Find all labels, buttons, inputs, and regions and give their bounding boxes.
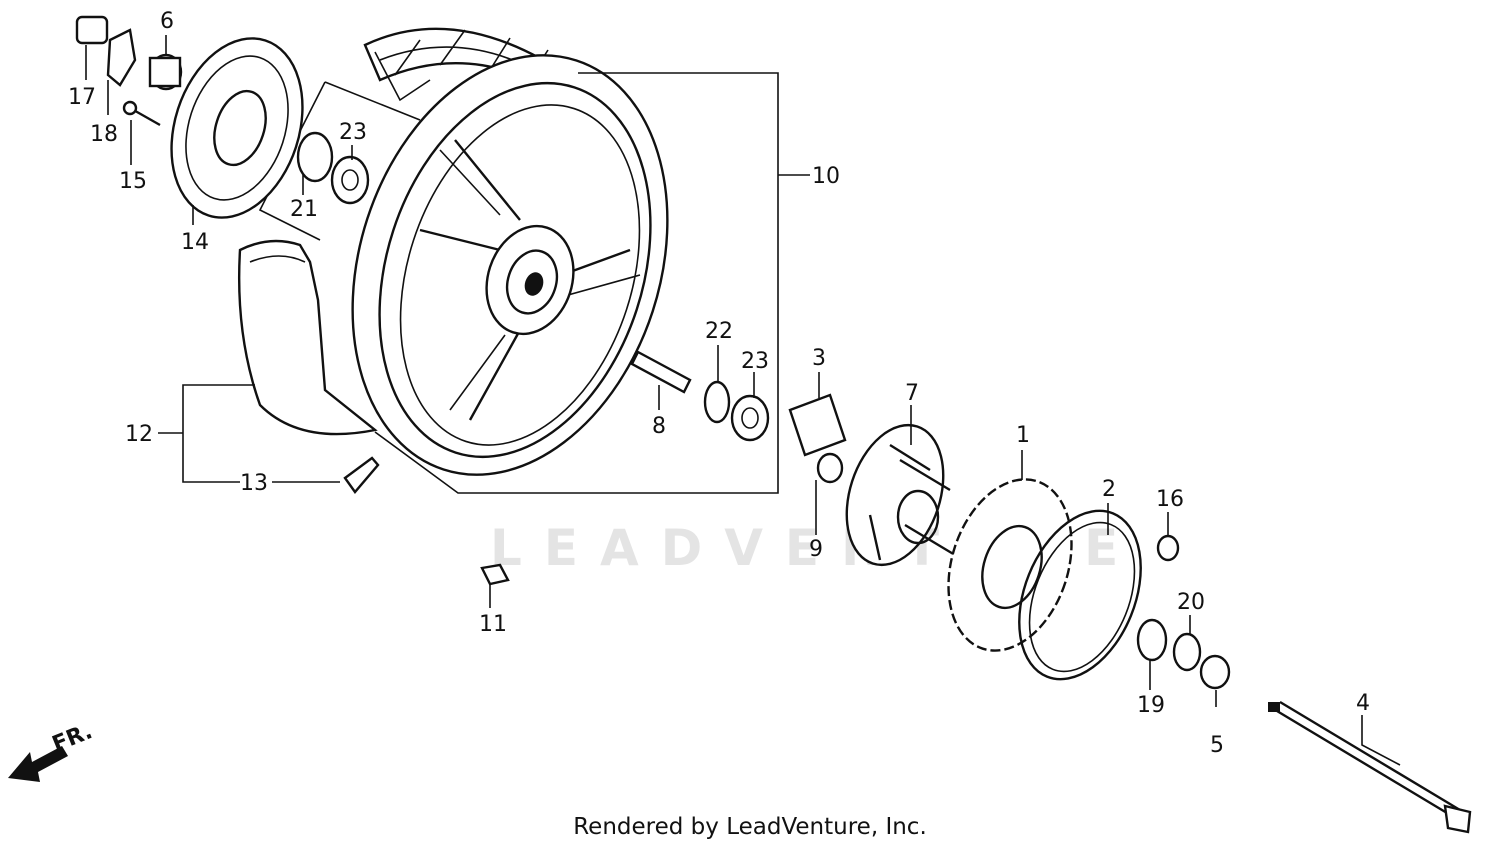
front-direction-label: FR. <box>49 719 96 757</box>
callout-20: 20 <box>1177 590 1205 615</box>
assembly-outline <box>258 81 421 241</box>
callout-13: 13 <box>240 471 268 496</box>
sprocket-ring <box>1018 509 1142 681</box>
driven-sprocket <box>947 478 1073 652</box>
callout-8: 8 <box>652 414 666 439</box>
callout-21: 21 <box>290 197 318 222</box>
axle <box>1268 700 1472 834</box>
callout-16: 16 <box>1156 487 1184 512</box>
callout-9: 9 <box>809 537 823 562</box>
callout-4: 4 <box>1356 691 1370 716</box>
wheel-rim <box>351 54 669 476</box>
callout-15: 15 <box>119 169 147 194</box>
small-parts <box>75 15 847 586</box>
front-direction-arrow: FR. <box>8 719 96 782</box>
callouts: 1 2 3 4 5 6 7 8 9 10 11 12 13 14 15 16 1… <box>68 9 1370 758</box>
right-side-parts <box>1136 534 1231 690</box>
sprocket-flange <box>845 423 956 567</box>
callout-18: 18 <box>90 122 118 147</box>
callout-2: 2 <box>1102 477 1116 502</box>
callout-14: 14 <box>181 230 209 255</box>
callout-22: 22 <box>705 319 733 344</box>
callout-23-upper: 23 <box>339 120 367 145</box>
bracket-10 <box>374 72 810 494</box>
callout-12: 12 <box>125 422 153 447</box>
callout-1: 1 <box>1016 423 1030 448</box>
tire-lower-section <box>237 239 378 436</box>
callout-19: 19 <box>1137 693 1165 718</box>
callout-23-lower: 23 <box>741 349 769 374</box>
footer-credit: Rendered by LeadVenture, Inc. <box>573 814 927 840</box>
leader-lines <box>85 35 1401 766</box>
callout-11: 11 <box>479 612 507 637</box>
callout-5: 5 <box>1210 733 1224 758</box>
callout-6: 6 <box>160 9 174 34</box>
brake-disc <box>170 37 304 219</box>
bracket-12 <box>158 384 255 483</box>
callout-7: 7 <box>905 381 919 406</box>
callout-17: 17 <box>68 85 96 110</box>
callout-10: 10 <box>812 164 840 189</box>
callout-3: 3 <box>812 346 826 371</box>
